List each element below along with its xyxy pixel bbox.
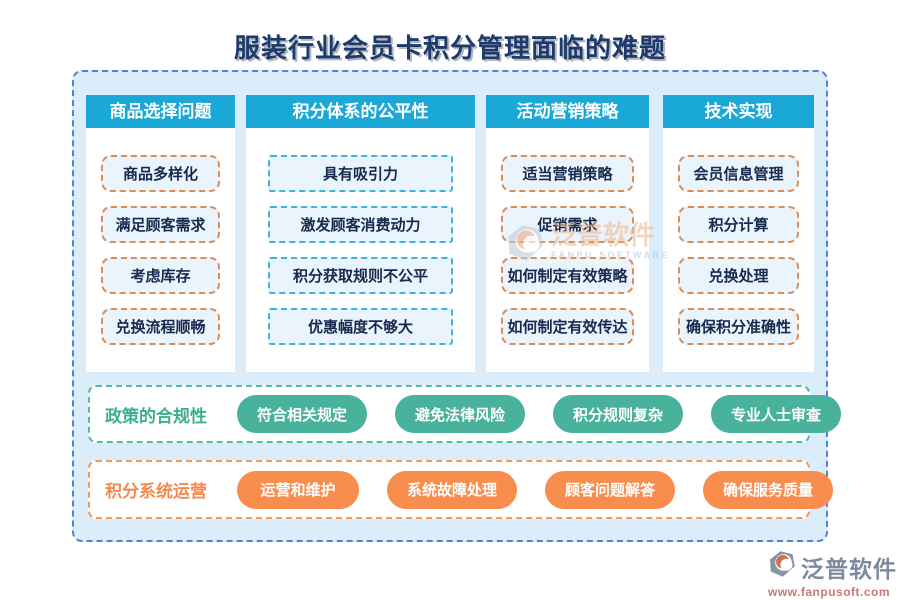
column-items: 适当营销策略 促销需求 如何制定有效策略 如何制定有效传达 xyxy=(486,128,649,345)
fanpu-logo: 泛普软件 www.fanpusoft.com xyxy=(766,549,897,599)
band-policy-compliance: 政策的合规性 符合相关规定 避免法律风险 积分规则复杂 专业人士审查 xyxy=(88,385,842,443)
pill: 符合相关规定 xyxy=(237,395,368,433)
item-box: 如何制定有效策略 xyxy=(501,257,634,294)
main-diagram-panel: 商品选择问题 商品多样化 满足顾客需求 考虑库存 兑换流程顺畅 积分体系的公平性… xyxy=(72,70,842,542)
column-items: 会员信息管理 积分计算 兑换处理 确保积分准确性 xyxy=(663,128,814,345)
column-header: 活动营销策略 xyxy=(486,95,649,128)
item-box: 积分获取规则不公平 xyxy=(268,257,453,294)
column-items: 具有吸引力 激发顾客消费动力 积分获取规则不公平 优惠幅度不够大 xyxy=(246,128,475,345)
logo-name: 泛普软件 xyxy=(801,555,897,582)
item-box: 优惠幅度不够大 xyxy=(268,308,453,345)
item-box: 考虑库存 xyxy=(101,257,220,294)
band-pills: 符合相关规定 避免法律风险 积分规则复杂 专业人士审查 xyxy=(237,395,842,433)
logo-url: www.fanpusoft.com xyxy=(768,585,891,599)
pill: 专业人士审查 xyxy=(711,395,842,433)
pill: 避免法律风险 xyxy=(395,395,526,433)
pill: 顾客问题解答 xyxy=(545,470,676,509)
item-box: 积分计算 xyxy=(678,206,799,243)
item-box: 促销需求 xyxy=(501,206,634,243)
column-points-fairness: 积分体系的公平性 具有吸引力 激发顾客消费动力 积分获取规则不公平 优惠幅度不够… xyxy=(246,95,475,372)
item-box: 如何制定有效传达 xyxy=(501,308,634,345)
item-box: 兑换处理 xyxy=(678,257,799,294)
pill: 积分规则复杂 xyxy=(553,395,684,433)
item-box: 具有吸引力 xyxy=(268,155,453,192)
pill: 确保服务质量 xyxy=(703,470,834,509)
item-box: 激发顾客消费动力 xyxy=(268,206,453,243)
item-box: 适当营销策略 xyxy=(501,155,634,192)
column-header: 商品选择问题 xyxy=(86,95,235,128)
pill: 系统故障处理 xyxy=(387,470,518,509)
item-box: 会员信息管理 xyxy=(678,155,799,192)
fanpu-logo-icon xyxy=(766,549,798,584)
column-marketing-strategy: 活动营销策略 适当营销策略 促销需求 如何制定有效策略 如何制定有效传达 xyxy=(486,95,649,372)
column-header: 技术实现 xyxy=(663,95,814,128)
item-box: 兑换流程顺畅 xyxy=(101,308,220,345)
band-system-operation: 积分系统运营 运营和维护 系统故障处理 顾客问题解答 确保服务质量 xyxy=(88,460,834,519)
band-pills: 运营和维护 系统故障处理 顾客问题解答 确保服务质量 xyxy=(237,470,834,509)
band-label: 积分系统运营 xyxy=(105,482,207,501)
item-box: 确保积分准确性 xyxy=(678,308,799,345)
column-technical-implementation: 技术实现 会员信息管理 积分计算 兑换处理 确保积分准确性 xyxy=(663,95,814,372)
pill: 运营和维护 xyxy=(237,470,359,509)
page-title: 服装行业会员卡积分管理面临的难题 xyxy=(233,33,666,63)
item-box: 满足顾客需求 xyxy=(101,206,220,243)
column-items: 商品多样化 满足顾客需求 考虑库存 兑换流程顺畅 xyxy=(86,128,235,345)
column-header: 积分体系的公平性 xyxy=(246,95,475,128)
item-box: 商品多样化 xyxy=(101,155,220,192)
column-product-selection: 商品选择问题 商品多样化 满足顾客需求 考虑库存 兑换流程顺畅 xyxy=(86,95,235,372)
band-label: 政策的合规性 xyxy=(105,406,207,426)
